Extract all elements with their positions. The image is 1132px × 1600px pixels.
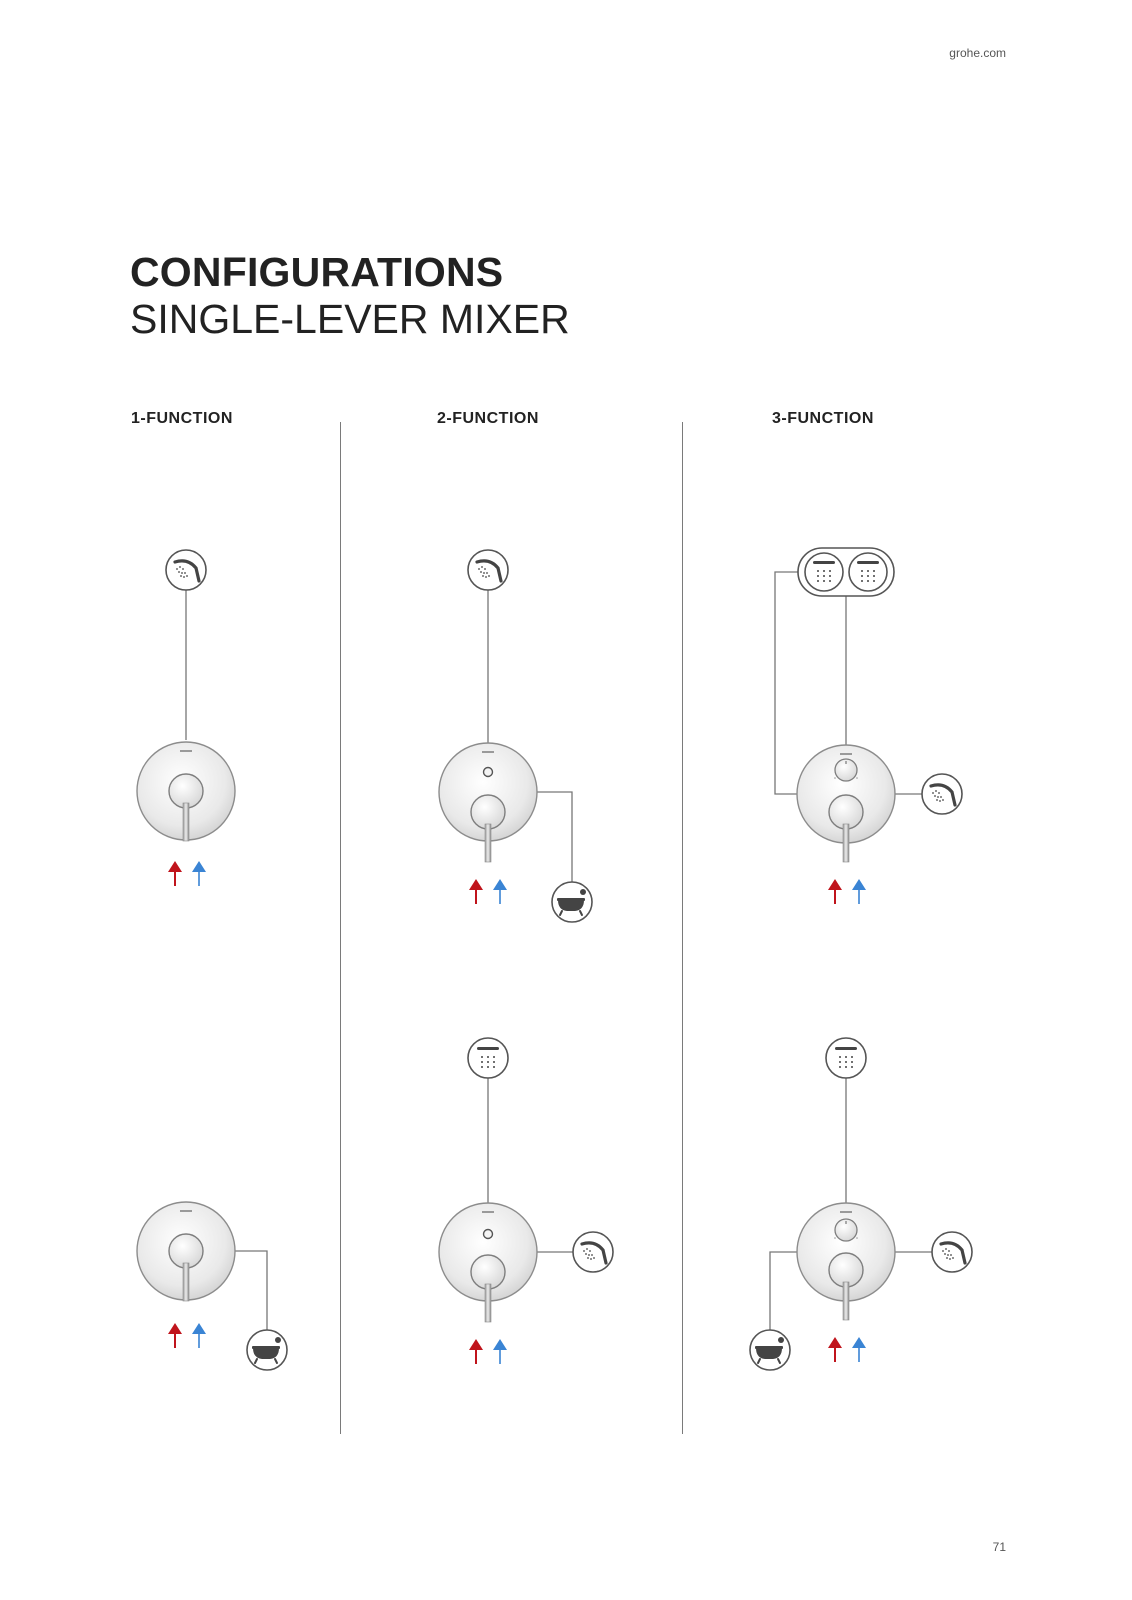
column-label-1-function: 1-FUNCTION: [131, 410, 233, 427]
column-divider-2: [682, 422, 683, 1434]
column-label-2-function: 2-FUNCTION: [437, 410, 539, 427]
supply-arrows-icon: [167, 860, 207, 887]
page-number: 71: [992, 1540, 1006, 1554]
head-shower-icon: [825, 1037, 867, 1079]
supply-arrows-icon: [468, 1338, 508, 1365]
hand-shower-icon: [164, 548, 208, 592]
head-shower-icon: [467, 1037, 509, 1079]
diagram-3f-double-head-hand-shower: [774, 547, 964, 905]
supply-arrows-icon: [468, 878, 508, 905]
bathtub-icon: [551, 881, 593, 923]
diagram-1f-hand-shower: [136, 548, 236, 887]
column-label-3-function: 3-FUNCTION: [772, 410, 874, 427]
page-subtitle: SINGLE-LEVER MIXER: [130, 296, 570, 342]
diagram-2f-head-hand-shower: [438, 1037, 615, 1365]
supply-arrows-icon: [827, 1336, 867, 1363]
page-title: CONFIGURATIONS: [130, 249, 504, 295]
diagram-2f-hand-shower-bathtub: [438, 548, 593, 923]
hand-shower-icon: [920, 772, 964, 816]
bathtub-icon: [749, 1329, 791, 1371]
bathtub-icon: [246, 1329, 288, 1371]
supply-arrows-icon: [827, 878, 867, 905]
diagram-3f-head-hand-shower-bathtub: [749, 1037, 974, 1371]
diverter-knob: [833, 1218, 859, 1242]
supply-arrows-icon: [167, 1322, 207, 1349]
site-url: grohe.com: [949, 46, 1006, 60]
column-divider-1: [340, 422, 341, 1434]
diverter-button: [482, 766, 494, 778]
hand-shower-icon: [466, 548, 510, 592]
hand-shower-icon: [571, 1230, 615, 1274]
hand-shower-icon: [930, 1230, 974, 1274]
diverter-button: [482, 1228, 494, 1240]
diagram-1f-bathtub: [136, 1201, 288, 1371]
diverter-knob: [833, 758, 859, 782]
double-head-shower-icon: [797, 547, 895, 597]
